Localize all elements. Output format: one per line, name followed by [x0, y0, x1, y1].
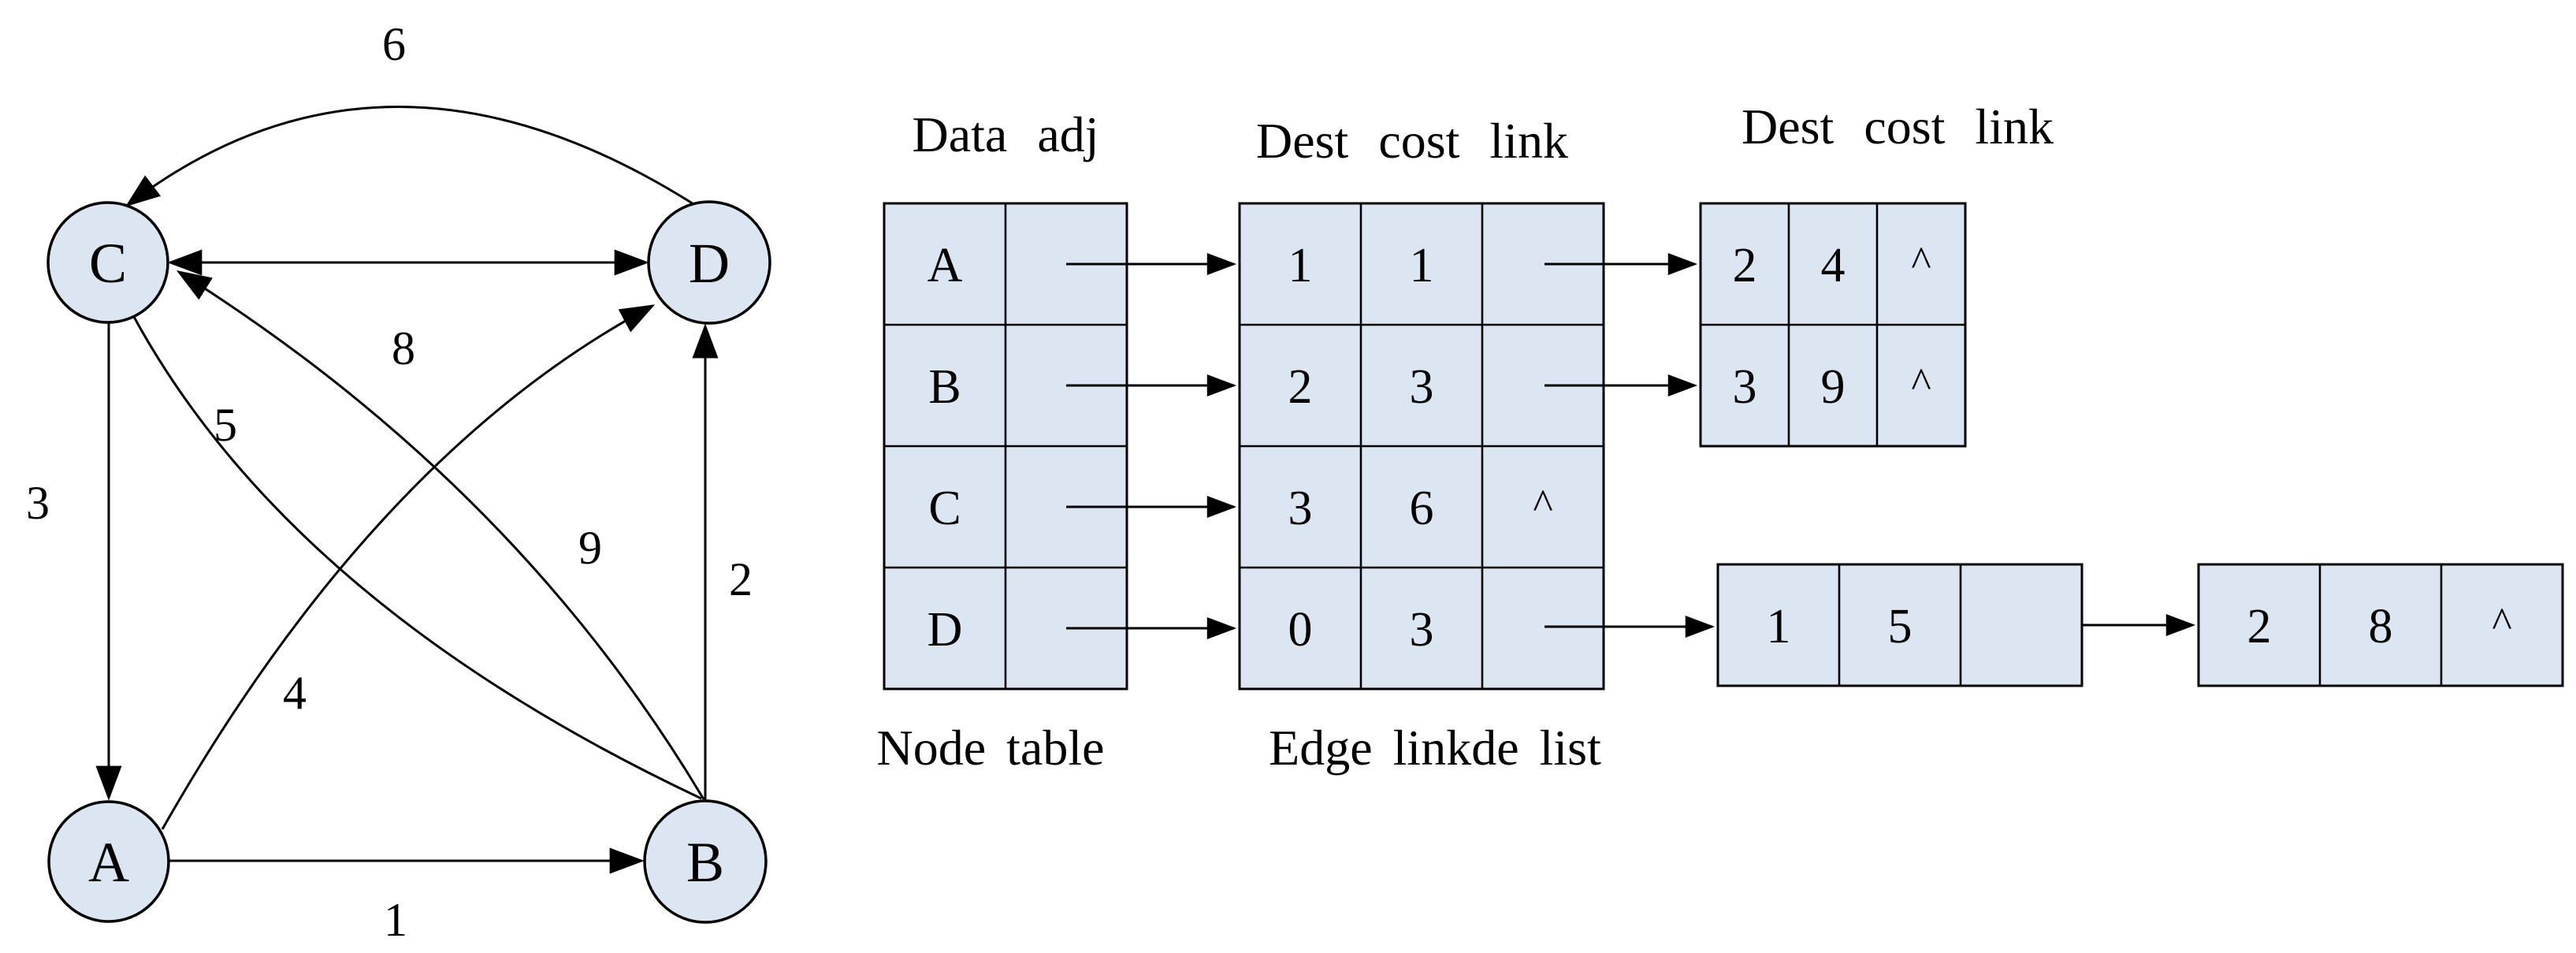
edge-table-cell-dest: 0	[1288, 603, 1313, 657]
edge-b-to-c-curve	[176, 270, 705, 800]
edge-table-caption: Edge linkde list	[1269, 720, 1601, 776]
node-to-edge-arrows	[1066, 253, 1237, 639]
graph: 6 8 5 9 3 2 4 1 C D A B	[26, 18, 771, 946]
overflow-cell-link: ^	[1911, 359, 1931, 407]
edge-weight-label: 3	[26, 477, 50, 529]
node-table-header: Data adj	[913, 106, 1099, 162]
chain-cell-dest: 1	[1767, 600, 1791, 653]
chain-cell-link: ^	[2492, 599, 2511, 646]
node-circle-b	[643, 799, 768, 924]
node-table-cell-data: A	[927, 239, 963, 292]
node-label-b: B	[686, 831, 724, 894]
node-table-cell-data: D	[927, 603, 963, 657]
node-table-cell-data: B	[928, 360, 961, 414]
edge-weight-label: 9	[578, 522, 602, 574]
edge-table-cell-cost: 6	[1410, 482, 1434, 535]
edge-table-cell-cost: 3	[1410, 603, 1434, 657]
edge-weight-label: 8	[392, 322, 415, 374]
overflow-cell-cost: 9	[1821, 360, 1846, 414]
edge-weight-label: 1	[384, 894, 407, 946]
node-table-caption: Node table	[877, 720, 1105, 776]
overflow-cell-dest: 3	[1733, 360, 1757, 414]
node-circle-d	[647, 200, 771, 325]
edge-a-to-d-curve	[161, 304, 656, 830]
edge-table-cell-link: ^	[1533, 481, 1552, 528]
edge-table-cell-dest: 2	[1288, 360, 1313, 414]
node-circle-a	[47, 800, 170, 923]
chain-box-body	[2197, 563, 2564, 687]
chain-box-1: 1 5	[1716, 563, 2083, 687]
edge-d-to-c-arc	[125, 106, 698, 208]
edge-table-cell-dest: 1	[1288, 239, 1313, 292]
node-label-d: D	[689, 232, 730, 295]
edge-weight-label: 2	[729, 553, 753, 605]
node-circle-c	[46, 201, 169, 324]
edge-weight-label: 6	[382, 18, 406, 70]
overflow-table: Dest cost link 2 4 ^ 3 9 ^	[1699, 99, 2054, 448]
node-label-a: A	[88, 831, 129, 894]
overflow-cell-dest: 2	[1733, 239, 1757, 292]
chain-cell-cost: 5	[1888, 600, 1912, 653]
edge-c-to-b-curve	[132, 316, 702, 800]
overflow-table-header: Dest cost link	[1741, 99, 2054, 154]
chain-cell-dest: 2	[2247, 600, 2272, 653]
edge-weight-label: 5	[214, 399, 237, 451]
node-label-c: C	[89, 232, 127, 295]
overflow-cell-cost: 4	[1821, 239, 1846, 292]
chain-box-2: 2 8 ^	[2197, 563, 2564, 687]
edge-table-header: Dest cost link	[1256, 113, 1568, 169]
chain-box-body	[1716, 563, 2083, 687]
edge-table-cell-cost: 1	[1410, 239, 1434, 292]
node-table-cell-data: C	[928, 482, 961, 535]
edge-table-cell-dest: 3	[1288, 482, 1313, 535]
edge-table-cell-cost: 3	[1410, 360, 1434, 414]
edge-weight-label: 4	[283, 667, 307, 719]
overflow-cell-link: ^	[1911, 238, 1931, 285]
edge-table: Dest cost link 1 1 2 3 3 6 ^ 0 3 Edge li…	[1238, 113, 1605, 776]
chain-cell-cost: 8	[2369, 600, 2393, 653]
node-table: Data adj A B C D Node table	[877, 106, 1128, 776]
